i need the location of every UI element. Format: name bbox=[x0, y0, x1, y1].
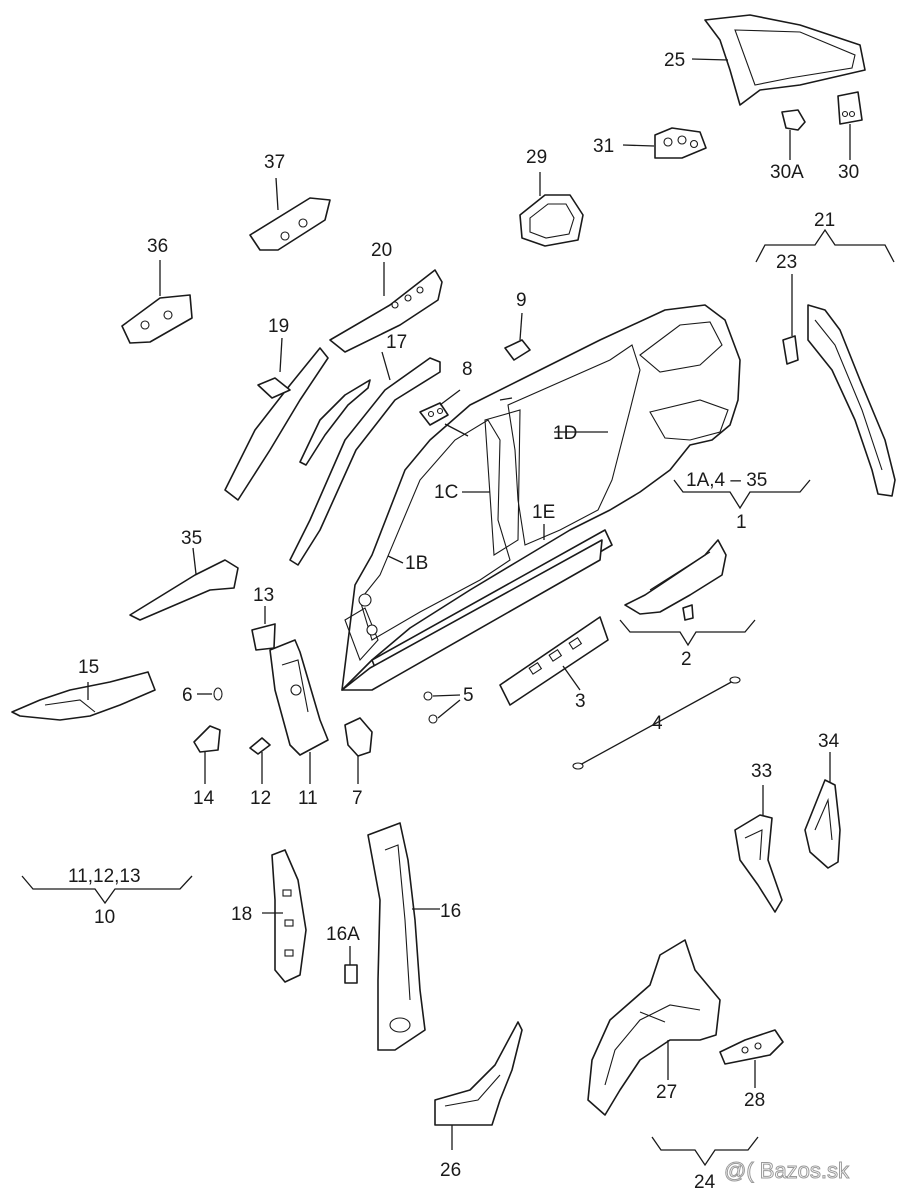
panel-leaders bbox=[387, 431, 608, 564]
label-20: 20 bbox=[371, 240, 392, 261]
label-30a: 30A bbox=[770, 162, 804, 183]
label-19: 19 bbox=[268, 316, 289, 337]
label-16a: 16A bbox=[326, 924, 360, 945]
label-13: 13 bbox=[253, 585, 274, 606]
label-28: 28 bbox=[744, 1090, 765, 1111]
label-11-12-13: 11,12,13 bbox=[68, 866, 141, 887]
part-16-pillar bbox=[367, 822, 440, 1051]
label-31: 31 bbox=[593, 136, 614, 157]
part-9-bracket bbox=[504, 312, 531, 361]
part-18-pillar bbox=[262, 849, 307, 983]
labels: 25 31 30A 30 29 37 36 20 21 23 9 19 17 8… bbox=[68, 50, 859, 1193]
part-35-rail bbox=[129, 547, 239, 621]
label-21: 21 bbox=[814, 210, 835, 231]
part-6-clip bbox=[197, 687, 223, 701]
part-10-bracket-line bbox=[21, 875, 193, 905]
part-14-bracket bbox=[193, 725, 221, 784]
label-3: 3 bbox=[575, 691, 586, 712]
watermark: @( Bazos.sk bbox=[724, 1158, 850, 1183]
part-11-pillar bbox=[269, 639, 329, 784]
label-36: 36 bbox=[147, 236, 168, 257]
label-8: 8 bbox=[462, 359, 473, 380]
part-2-reinforcement bbox=[619, 539, 756, 647]
label-7: 7 bbox=[352, 788, 363, 809]
label-17: 17 bbox=[386, 332, 407, 353]
part-16a-plate bbox=[344, 946, 358, 984]
label-1a-4-35: 1A,4 – 35 bbox=[686, 470, 767, 491]
label-25: 25 bbox=[664, 50, 685, 71]
label-6: 6 bbox=[182, 685, 193, 706]
part-37-bracket bbox=[249, 177, 331, 251]
part-1-bracket-line bbox=[673, 479, 811, 510]
side-panel-assembly bbox=[341, 304, 741, 691]
part-12-clip bbox=[249, 737, 271, 784]
part-34-bracket bbox=[804, 752, 841, 869]
label-10: 10 bbox=[94, 907, 115, 928]
part-24-bracket-line bbox=[651, 1136, 759, 1167]
label-1c: 1C bbox=[434, 482, 458, 503]
label-23: 23 bbox=[776, 252, 797, 273]
label-16: 16 bbox=[440, 901, 461, 922]
part-13-bracket bbox=[251, 606, 276, 651]
label-30: 30 bbox=[838, 162, 859, 183]
label-26: 26 bbox=[440, 1160, 461, 1181]
part-4-rod bbox=[572, 676, 741, 770]
label-35: 35 bbox=[181, 528, 202, 549]
label-34: 34 bbox=[818, 731, 840, 752]
part-19-rail bbox=[224, 337, 329, 501]
label-37: 37 bbox=[264, 152, 285, 173]
label-33: 33 bbox=[751, 761, 772, 782]
part-29-gasket bbox=[519, 172, 584, 247]
part-31-bracket bbox=[622, 127, 707, 159]
part-7-bracket bbox=[344, 717, 373, 784]
part-27-wheelarch bbox=[587, 939, 721, 1116]
part-5-screws bbox=[423, 691, 461, 724]
label-12: 12 bbox=[250, 788, 271, 809]
part-15-plate bbox=[11, 671, 156, 721]
label-1d: 1D bbox=[553, 423, 577, 444]
part-30a-bracket bbox=[781, 109, 806, 160]
label-15: 15 bbox=[78, 657, 99, 678]
label-1: 1 bbox=[736, 512, 747, 533]
part-26-panel bbox=[434, 1021, 523, 1150]
label-24: 24 bbox=[694, 1172, 716, 1193]
part-8-plate bbox=[419, 389, 461, 426]
part-21-pillar bbox=[807, 304, 896, 497]
label-5: 5 bbox=[463, 685, 474, 706]
part-20-rail bbox=[329, 262, 443, 353]
part-30-bracket bbox=[837, 91, 863, 160]
label-4: 4 bbox=[652, 713, 663, 734]
part-25-rear-frame bbox=[691, 14, 866, 106]
label-1b: 1B bbox=[405, 553, 428, 574]
part-17-rail bbox=[289, 351, 441, 566]
label-14: 14 bbox=[193, 788, 215, 809]
part-28-bracket bbox=[719, 1029, 784, 1088]
part-23-clip bbox=[782, 274, 799, 365]
label-11: 11 bbox=[298, 788, 318, 809]
label-1e: 1E bbox=[532, 502, 555, 523]
label-9: 9 bbox=[516, 290, 527, 311]
label-2: 2 bbox=[681, 649, 692, 670]
label-27: 27 bbox=[656, 1082, 677, 1103]
part-36-bracket bbox=[121, 260, 193, 344]
part-21-bracket-line bbox=[755, 228, 895, 263]
part-3-sill bbox=[499, 616, 609, 706]
label-18: 18 bbox=[231, 904, 252, 925]
part-33-bracket bbox=[734, 785, 783, 913]
label-29: 29 bbox=[526, 147, 547, 168]
